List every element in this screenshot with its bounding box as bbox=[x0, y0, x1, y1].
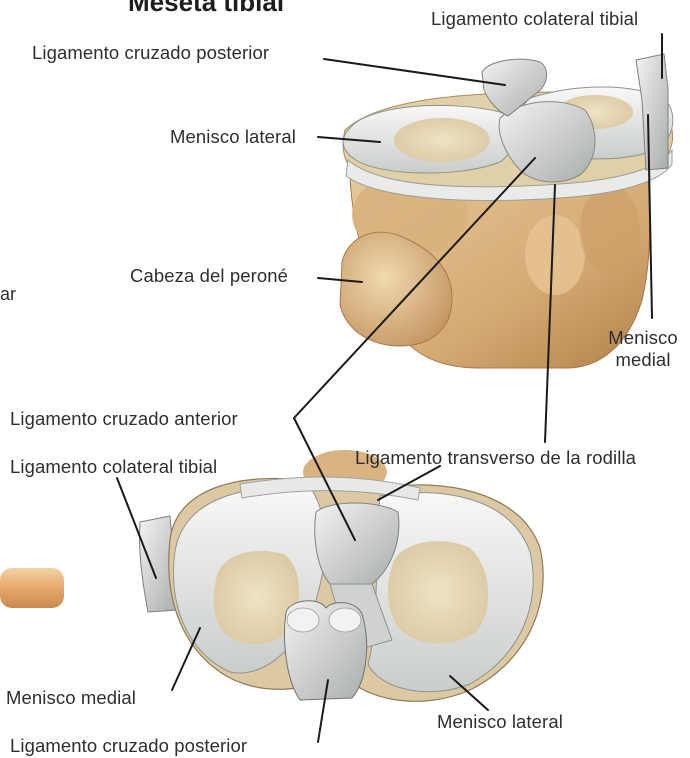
label-posterior-cruciate-top: Ligamento cruzado posterior bbox=[32, 42, 269, 64]
cropped-label-fragment: ar bbox=[0, 284, 16, 305]
label-posterior-cruciate-bottom: Ligamento cruzado posterior bbox=[10, 735, 247, 757]
lateral-articular-surface bbox=[394, 118, 490, 162]
figure-title: Meseta tibial bbox=[128, 0, 284, 18]
pcl-fibers-left bbox=[287, 608, 319, 632]
tibial-condyle-medial bbox=[580, 185, 640, 275]
lateral-articular-bottom bbox=[388, 541, 488, 643]
label-lateral-meniscus-bottom: Menisco lateral bbox=[437, 711, 563, 733]
label-medial-meniscus-line2: medial bbox=[598, 349, 688, 371]
tibia-top-view bbox=[340, 54, 673, 368]
label-tibial-collateral-bottom: Ligamento colateral tibial bbox=[10, 456, 217, 478]
tibial-tuberosity bbox=[525, 215, 585, 295]
label-tibial-collateral-top: Ligamento colateral tibial bbox=[431, 8, 638, 30]
tibia-bottom-view bbox=[139, 450, 543, 701]
label-transverse-ligament: Ligamento transverso de la rodilla bbox=[355, 447, 636, 469]
label-lateral-meniscus-top: Menisco lateral bbox=[170, 126, 296, 148]
leader-medial-meniscus-bottom bbox=[172, 628, 200, 690]
pcl-fibers-right bbox=[329, 608, 361, 632]
leader-pcl-top bbox=[324, 59, 505, 85]
label-fibular-head: Cabeza del peroné bbox=[130, 265, 288, 287]
label-medial-meniscus-line1: Menisco bbox=[598, 327, 688, 349]
label-medial-meniscus-top: Menisco medial bbox=[598, 327, 688, 371]
label-medial-meniscus-bottom: Menisco medial bbox=[6, 687, 136, 709]
label-anterior-cruciate: Ligamento cruzado anterior bbox=[10, 408, 238, 430]
rod-fragment bbox=[0, 568, 64, 608]
